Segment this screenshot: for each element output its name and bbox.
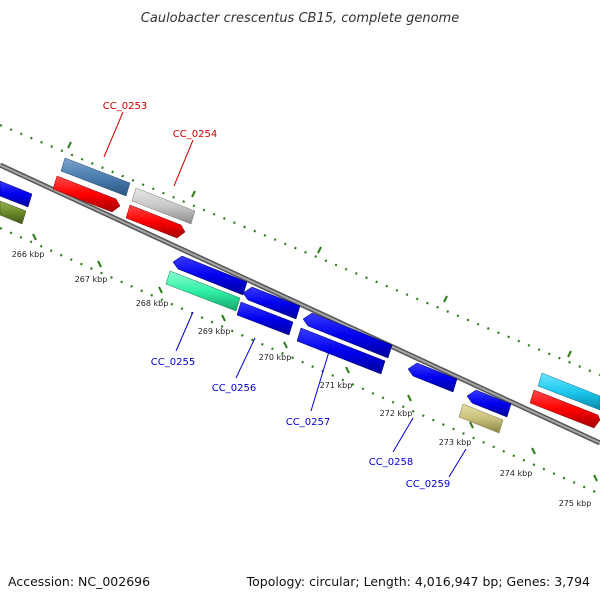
inner-dotted-track — [0, 226, 600, 496]
gene-feature[interactable] — [242, 286, 301, 320]
gene-feature[interactable] — [172, 255, 248, 296]
gene-feature[interactable] — [296, 327, 386, 375]
tick-label: 268 kbp — [136, 299, 169, 308]
tick-label: 274 kbp — [500, 469, 533, 478]
map-title: Caulobacter crescentus CB15, complete ge… — [141, 11, 459, 26]
gene-feature[interactable] — [131, 187, 196, 225]
gene-feature[interactable] — [0, 200, 27, 225]
gene-label[interactable]: CC_0254 — [173, 129, 217, 140]
gene-feature[interactable] — [125, 204, 186, 239]
reverse-strand-genes — [0, 180, 512, 434]
forward-label-leaders — [103, 111, 194, 187]
tick-label: 267 kbp — [75, 275, 108, 284]
tick-label: 273 kbp — [439, 438, 472, 447]
gene-feature[interactable] — [302, 312, 393, 359]
reverse-label-leaders — [175, 311, 467, 478]
gene-feature[interactable] — [537, 372, 600, 411]
gene-feature[interactable] — [165, 270, 241, 312]
gene-feature[interactable] — [466, 389, 512, 418]
gene-label[interactable]: CC_0259 — [406, 479, 450, 490]
kbp-tick-labels: 266 kbp 267 kbp 268 kbp 269 kbp 270 kbp … — [12, 250, 592, 508]
gene-label[interactable]: CC_0253 — [103, 101, 147, 112]
tick-label: 272 kbp — [380, 409, 413, 418]
gene-feature[interactable] — [236, 301, 294, 336]
tick-label: 270 kbp — [259, 353, 292, 362]
tick-label: 266 kbp — [12, 250, 45, 259]
gene-feature[interactable] — [0, 180, 33, 208]
gene-label[interactable]: CC_0255 — [151, 357, 195, 368]
accession-text: Accession: NC_002696 — [8, 574, 150, 589]
forward-strand-genes — [52, 157, 600, 429]
genome-summary-text: Topology: circular; Length: 4,016,947 bp… — [246, 574, 590, 589]
gene-labels: CC_0253 CC_0254 CC_0255 CC_0256 CC_0257 … — [103, 101, 450, 490]
outer-major-ticks — [67, 141, 572, 358]
inner-major-ticks — [32, 233, 598, 482]
gene-label[interactable]: CC_0258 — [369, 457, 413, 468]
tick-label: 271 kbp — [320, 381, 353, 390]
gene-feature[interactable] — [52, 175, 121, 213]
gene-feature[interactable] — [60, 157, 131, 197]
gene-feature[interactable] — [529, 389, 600, 429]
gene-feature[interactable] — [407, 362, 458, 393]
gene-label[interactable]: CC_0257 — [286, 417, 330, 428]
gene-feature[interactable] — [458, 403, 504, 434]
tick-label: 269 kbp — [198, 327, 231, 336]
genome-backbone — [0, 162, 600, 446]
tick-label: 275 kbp — [559, 499, 592, 508]
gene-label[interactable]: CC_0256 — [212, 383, 256, 394]
